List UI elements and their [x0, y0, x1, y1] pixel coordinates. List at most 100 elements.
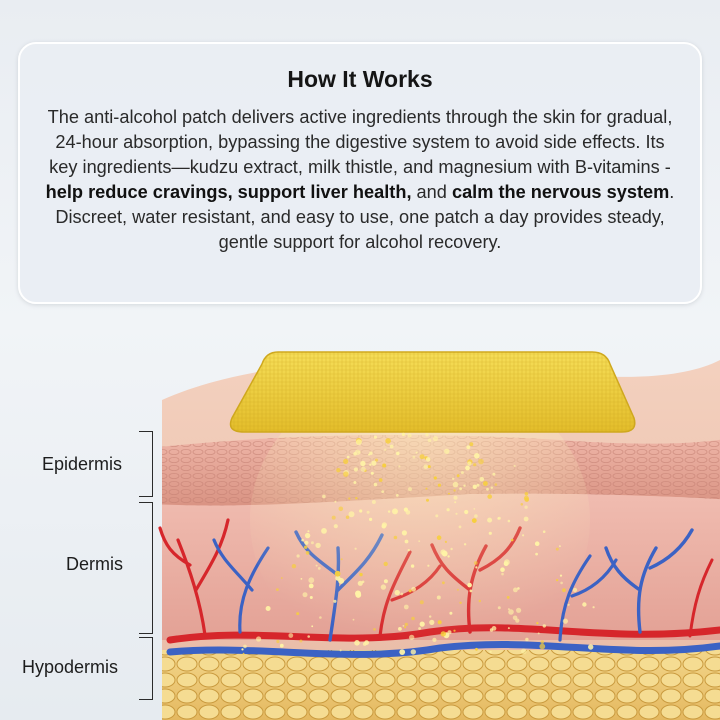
ingredient-particle: [315, 542, 321, 549]
ingredient-particle: [396, 451, 400, 456]
card-description: The anti-alcohol patch delivers active i…: [40, 105, 680, 255]
ingredient-particle: [334, 570, 341, 577]
ingredient-particle: [469, 442, 474, 447]
ingredient-particle: [301, 538, 304, 542]
ingredient-particle: [343, 471, 349, 477]
ingredient-particle: [310, 541, 314, 545]
ingredient-particle: [401, 530, 407, 536]
ingredient-particle: [444, 448, 450, 454]
description-text-1: The anti-alcohol patch delivers active i…: [47, 107, 673, 177]
ingredient-particle: [419, 600, 424, 605]
ingredient-particle: [475, 647, 478, 651]
description-bold-calm: calm the nervous system: [451, 182, 670, 202]
ingredient-particle: [382, 463, 387, 468]
ingredient-particle: [410, 564, 415, 568]
ingredient-particle: [425, 433, 429, 437]
ingredient-particle: [411, 586, 416, 592]
ingredient-particle: [483, 481, 488, 486]
ingredient-particle: [447, 630, 452, 635]
ingredient-particle: [368, 453, 370, 456]
ingredient-particle: [418, 540, 421, 543]
ingredient-particle: [311, 625, 314, 628]
ingredient-particle: [453, 629, 456, 632]
ingredient-particle: [242, 652, 245, 655]
ingredient-particle: [381, 490, 385, 493]
ingredient-particle: [404, 626, 407, 629]
ingredient-particle: [535, 552, 538, 556]
ingredient-particle: [288, 633, 294, 638]
ingredient-particle: [354, 640, 360, 646]
ingredient-particle: [340, 558, 343, 561]
how-it-works-card: How It Works The anti-alcohol patch deli…: [18, 42, 702, 304]
ingredient-particle: [588, 644, 594, 650]
ingredient-particle: [265, 606, 271, 611]
ingredient-particles: [241, 432, 595, 655]
bracket-hypodermis: [139, 637, 153, 700]
ingredient-particle: [490, 486, 493, 489]
ingredient-particle: [436, 595, 441, 600]
ingredient-particle: [471, 518, 477, 523]
ingredient-particle: [279, 643, 284, 648]
ingredient-particle: [447, 555, 450, 558]
ingredient-particle: [410, 649, 416, 655]
ingredient-particle: [296, 612, 300, 616]
ingredient-particle: [353, 467, 358, 472]
ingredient-particle: [562, 588, 566, 593]
ingredient-particle: [415, 451, 418, 454]
ingredient-particle: [522, 534, 525, 537]
ingredient-particle: [507, 608, 510, 611]
ingredient-particle: [476, 483, 480, 487]
ingredient-particle: [489, 650, 492, 654]
ingredient-particle: [478, 458, 484, 465]
ingredient-particle: [512, 615, 518, 621]
ingredient-particle: [407, 549, 410, 552]
ingredient-particle: [371, 500, 376, 504]
ingredient-particle: [364, 640, 369, 645]
ingredient-particle: [355, 497, 358, 500]
ingredient-particle: [427, 438, 432, 443]
ingredient-particle: [315, 564, 318, 567]
ingredient-particle: [425, 487, 428, 490]
ingredient-particle: [276, 639, 280, 644]
label-epidermis: Epidermis: [42, 454, 123, 474]
ingredient-particle: [355, 590, 361, 597]
ingredient-particle: [459, 601, 462, 604]
description-bold-benefits: help reduce cravings, support liver heal…: [45, 182, 412, 202]
ingredient-particle: [317, 567, 321, 570]
ingredient-particle: [582, 602, 587, 607]
ingredient-particle: [243, 644, 247, 649]
ingredient-particle: [508, 609, 514, 615]
ingredient-particle: [357, 580, 363, 586]
ingredient-particle: [539, 643, 546, 650]
ingredient-particle: [304, 540, 309, 545]
ingredient-particle: [452, 481, 459, 488]
bracket-epidermis: [139, 431, 153, 497]
ingredient-particle: [404, 622, 408, 627]
ingredient-particle: [354, 449, 361, 455]
ingredient-particle: [506, 596, 510, 599]
ingredient-particle: [400, 592, 404, 596]
ingredient-particle: [409, 634, 415, 641]
ingredient-particle: [475, 566, 478, 569]
ingredient-particle: [296, 554, 300, 558]
ingredient-particle: [380, 584, 387, 590]
ingredient-particle: [423, 464, 429, 470]
ingredient-particle: [592, 606, 595, 609]
description-text-3: . Discreet, water resistant, and easy to…: [55, 182, 675, 252]
ingredient-particle: [465, 465, 470, 471]
ingredient-particle: [241, 648, 244, 651]
ingredient-particle: [348, 497, 351, 500]
ingredient-particle: [516, 607, 522, 613]
ingredient-particle: [339, 649, 342, 652]
ingredient-particle: [492, 472, 496, 476]
ingredient-particle: [567, 603, 570, 606]
ingredient-particle: [436, 535, 442, 540]
ingredient-particle: [556, 579, 559, 582]
ingredient-particle: [371, 460, 377, 466]
ingredient-particle: [503, 561, 509, 567]
ingredient-particle: [402, 625, 405, 627]
ingredient-particle: [392, 508, 398, 515]
ingredient-particle: [384, 448, 387, 451]
ingredient-particle: [304, 545, 308, 549]
ingredient-particle: [429, 615, 432, 618]
